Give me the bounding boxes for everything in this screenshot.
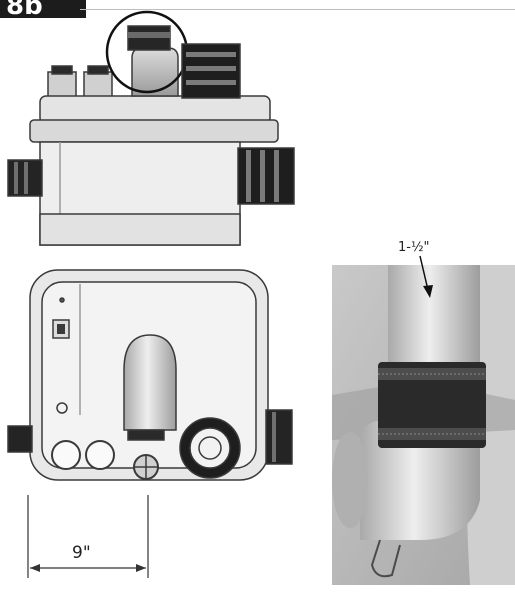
pump-base — [39, 213, 241, 246]
left-fitting-top-view — [7, 425, 33, 453]
top-port-middle — [83, 71, 113, 99]
step-label: 8b — [6, 0, 43, 18]
pump-side-view — [7, 10, 295, 246]
central-dome — [123, 334, 177, 431]
top-port-left — [47, 71, 77, 99]
discharge-elbow — [131, 47, 179, 97]
pipe-dimension-arrow-line — [419, 255, 429, 291]
dimension-arrow-left — [30, 564, 40, 572]
hanging-strap — [370, 539, 401, 578]
bottom-port-left — [51, 440, 81, 470]
rubber-coupling — [378, 362, 486, 448]
bottom-port-middle — [85, 440, 115, 470]
small-port — [56, 402, 68, 414]
dimension-arrow-right — [136, 564, 146, 572]
header-rule — [80, 9, 515, 10]
pipe-coupling-photo — [332, 255, 515, 585]
pipe-dimension-arrowhead — [423, 285, 433, 298]
top-port-middle-cap — [87, 65, 109, 75]
dome-collar — [127, 429, 165, 441]
step-badge: 8b — [0, 0, 86, 18]
right-fitting-top-view — [265, 409, 293, 465]
pump-lid-rim — [29, 119, 279, 143]
dimension-pipe-label: 1-½" — [398, 240, 430, 255]
pump-top-view — [7, 269, 293, 578]
top-port-left-cap — [51, 65, 73, 75]
dimension-width-label: 9" — [72, 543, 91, 563]
pipe-elbow — [360, 420, 480, 540]
